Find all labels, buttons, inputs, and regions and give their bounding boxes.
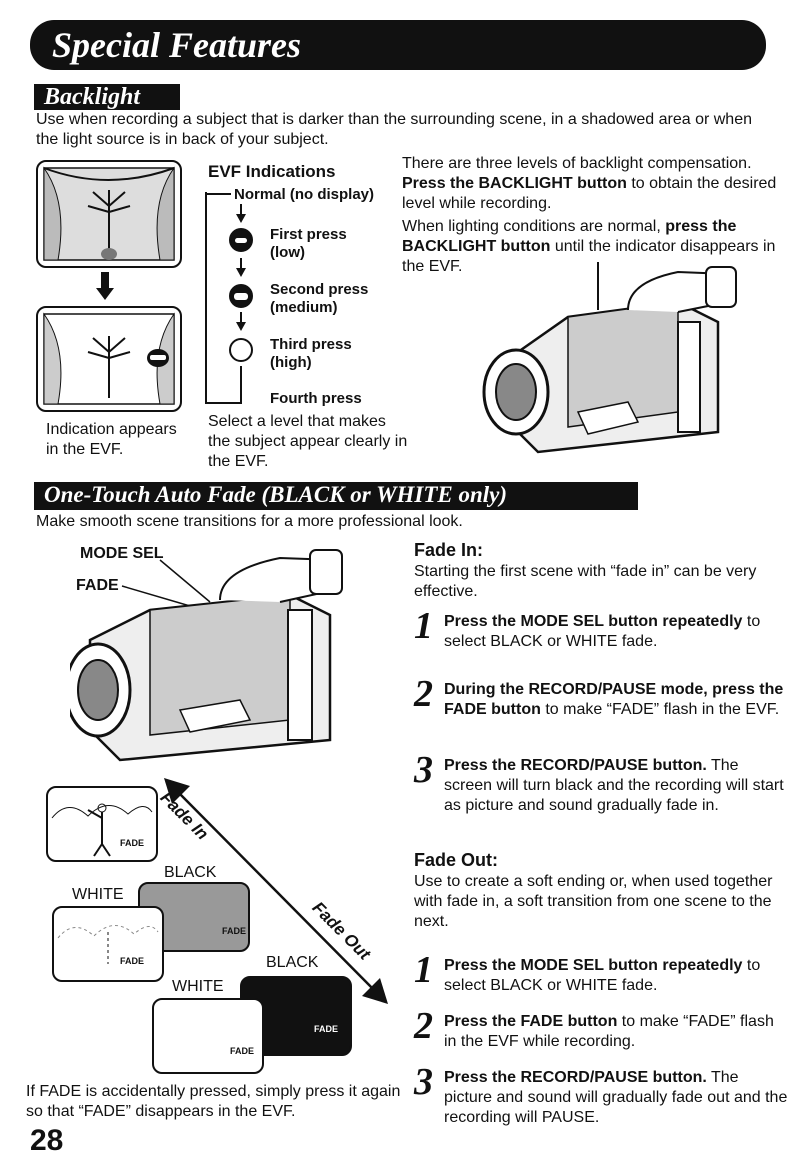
page-number: 28 [30, 1124, 64, 1157]
evf-screen-backlight [36, 306, 182, 412]
step-bold: Press the RECORD/PAUSE button. [444, 757, 707, 774]
para1-text-end: to obtain the desired level while record… [402, 175, 777, 212]
fade-in-desc: Starting the first scene with “fade in” … [414, 563, 757, 600]
fade-in-step-3: 3 Press the RECORD/PAUSE button. The scr… [414, 750, 790, 840]
level-normal: Normal (no display) [234, 186, 375, 203]
golfer-scene-illustration [51, 803, 153, 857]
step-number: 3 [414, 749, 433, 791]
evf-screen-normal [36, 160, 182, 268]
fade-direction-arrow [164, 778, 388, 1004]
step-number: 2 [414, 1005, 433, 1047]
level-fourth: Fourth press [270, 390, 362, 407]
screen-fading-white [52, 906, 164, 982]
step-number: 1 [414, 605, 433, 647]
para2-text: When lighting conditions are normal, [402, 218, 666, 235]
white-label-1: WHITE [72, 886, 124, 903]
fade-in-step-2: 2 During the RECORD/PAUSE mode, press th… [414, 674, 790, 742]
fade-out-step-1: 1 Press the MODE SEL button repeatedly t… [414, 950, 790, 1004]
backlight-intro: Use when recording a subject that is dar… [36, 111, 752, 148]
mode-sel-label: MODE SEL [80, 545, 164, 562]
screen-fade-label-1: FADE [120, 838, 145, 848]
screen-fade-label-3: FADE [222, 926, 247, 936]
fade-intro: Make smooth scene transitions for a more… [36, 513, 463, 530]
indication-caption: Indication appears in the EVF. [46, 421, 177, 458]
fade-in-step-1: 1 Press the MODE SEL button repeatedly t… [414, 606, 790, 664]
fade-footnote: If FADE is accidentally pressed, simply … [26, 1083, 401, 1120]
step-bold: During the RECORD/PAUSE mode, press the … [444, 681, 784, 718]
fade-out-step-3: 3 Press the RECORD/PAUSE button. The pic… [414, 1062, 790, 1132]
white-label-2: WHITE [172, 978, 224, 995]
screen-fade-in-scene [46, 786, 158, 862]
camcorder-backlight-illustration [482, 262, 737, 454]
fade-button-label: FADE [76, 577, 119, 594]
screen-fade-label-4: FADE [314, 1024, 339, 1034]
step-bold: Press the MODE SEL button repeatedly [444, 613, 743, 630]
window-scene-indicator-illustration [43, 312, 175, 405]
fade-out-desc: Use to create a soft ending or, when use… [414, 873, 773, 930]
black-label-1: BLACK [164, 864, 217, 881]
screen-white [152, 998, 264, 1074]
para2-bold: press the BACKLIGHT button [402, 218, 737, 255]
window-scene-illustration [43, 166, 175, 261]
fade-heading: One-Touch Auto Fade (BLACK or WHITE only… [34, 482, 638, 510]
backlight-paragraph-2: When lighting conditions are normal, pre… [402, 217, 788, 277]
select-level-caption: Select a level that makes the subject ap… [208, 413, 408, 470]
step-bold: Press the MODE SEL button repeatedly [444, 957, 743, 974]
step-bold: Press the RECORD/PAUSE button. [444, 1069, 707, 1086]
step-rest: The screen will turn black and the recor… [444, 757, 784, 814]
screen-fade-label-2: FADE [120, 956, 145, 966]
step-number: 3 [414, 1061, 433, 1103]
step-rest: to make “FADE” flash in the EVF. [540, 701, 780, 718]
level-second: Second press (medium) [270, 281, 369, 316]
black-label-2: BLACK [266, 954, 319, 971]
page-title: Special Features [30, 20, 766, 70]
para1-bold: Press the BACKLIGHT button [402, 175, 627, 192]
step-rest: to select BLACK or WHITE fade. [444, 613, 761, 650]
step-number: 1 [414, 949, 433, 991]
step-rest: to select BLACK or WHITE fade. [444, 957, 761, 994]
step-bold: Press the FADE button [444, 1013, 618, 1030]
step-number: 2 [414, 673, 433, 715]
fade-in-title: Fade In: [414, 540, 484, 560]
fade-out-title: Fade Out: [414, 850, 498, 870]
screen-fade-label-5: FADE [230, 1046, 255, 1056]
step-rest: to make “FADE” flash in the EVF while re… [444, 1013, 774, 1050]
backlight-medium-icon [229, 284, 253, 308]
camcorder-fade-illustration [70, 549, 343, 762]
golfer-faded-illustration [57, 925, 159, 964]
evf-indications-title: EVF Indications [208, 162, 336, 181]
backlight-heading: Backlight [34, 84, 180, 110]
backlight-paragraph-1: There are three levels of backlight comp… [402, 154, 788, 214]
para2-text-end: until the indicator disappears in the EV… [402, 238, 776, 275]
level-third: Third press (high) [270, 336, 352, 371]
fade-out-step-2: 2 Press the FADE button to make “FADE” f… [414, 1006, 790, 1060]
backlight-low-icon [229, 228, 253, 252]
level-first: First press (low) [270, 226, 347, 261]
backlight-high-icon [229, 338, 253, 362]
para1-text: There are three levels of backlight comp… [402, 155, 752, 172]
step-rest: The picture and sound will gradually fad… [444, 1069, 788, 1126]
